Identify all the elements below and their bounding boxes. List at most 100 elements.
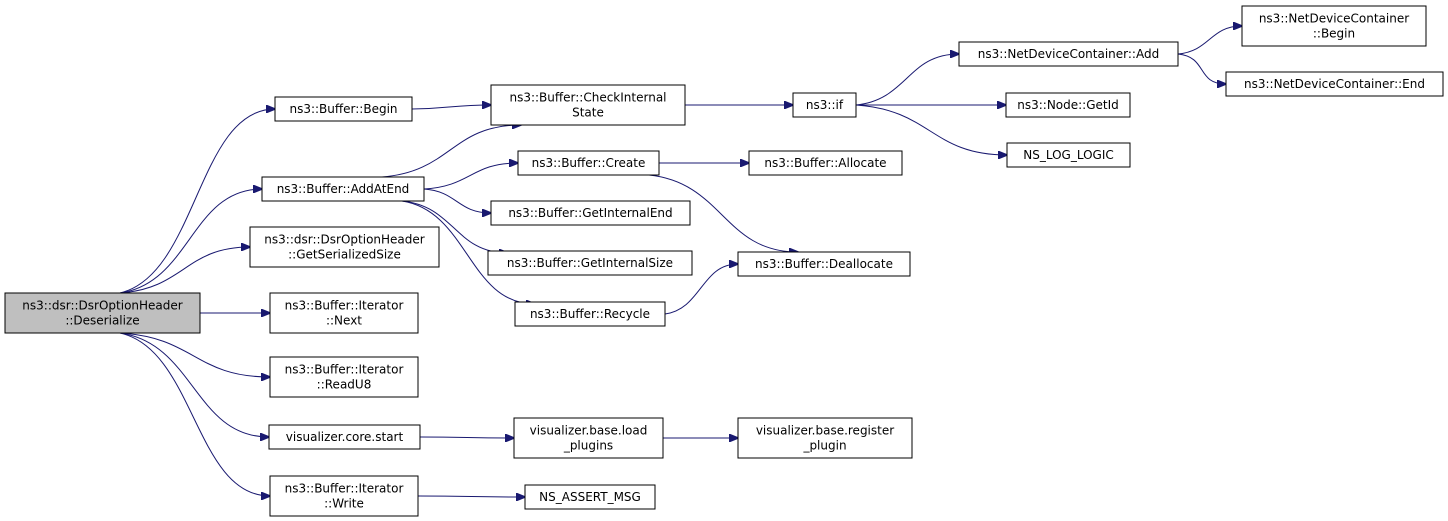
node-label: ns3::Buffer::Iterator bbox=[285, 482, 404, 496]
node-buf-allocate[interactable]: ns3::Buffer::Allocate bbox=[748, 150, 903, 176]
edge-iter-write-to-ns-assert-msg bbox=[417, 496, 525, 497]
edge-buf-addatend-to-buf-create bbox=[423, 163, 518, 190]
node-buf-getinternalsize[interactable]: ns3::Buffer::GetInternalSize bbox=[487, 250, 693, 276]
node-box bbox=[748, 150, 903, 176]
node-label: ns3::Buffer::AddAtEnd bbox=[277, 182, 410, 196]
node-root[interactable]: ns3::dsr::DsrOptionHeader::Deserialize bbox=[4, 292, 201, 334]
edge-root-to-buf-addatend bbox=[119, 189, 262, 294]
node-vis-base-loadplugins[interactable]: visualizer.base.load_plugins bbox=[513, 417, 664, 459]
node-box bbox=[792, 92, 857, 118]
node-box bbox=[958, 41, 1179, 67]
edge-buf-addatend-to-buf-checkinternalstate bbox=[381, 125, 521, 178]
nodes: ns3::dsr::DsrOptionHeader::Deserializens… bbox=[4, 5, 1444, 517]
node-label: visualizer.core.start bbox=[286, 430, 404, 444]
node-iter-write[interactable]: ns3::Buffer::Iterator::Write bbox=[269, 475, 419, 517]
node-ndc-begin[interactable]: ns3::NetDeviceContainer::Begin bbox=[1241, 5, 1427, 47]
node-vis-core-start[interactable]: visualizer.core.start bbox=[268, 424, 421, 450]
node-label: ns3::NetDeviceContainer bbox=[1259, 12, 1409, 26]
node-box bbox=[524, 484, 656, 510]
node-label: _plugins bbox=[563, 439, 613, 453]
node-label: ns3::Buffer::Create bbox=[532, 156, 646, 170]
node-label: ns3::Node::GetId bbox=[1017, 98, 1119, 112]
node-vis-base-registerplugin[interactable]: visualizer.base.register_plugin bbox=[737, 417, 913, 459]
node-ns-log-logic[interactable]: NS_LOG_LOGIC bbox=[1006, 142, 1131, 168]
node-label: ns3::Buffer::Begin bbox=[289, 102, 397, 116]
node-label: visualizer.base.register bbox=[756, 424, 894, 438]
node-box bbox=[487, 250, 693, 276]
node-box bbox=[269, 475, 419, 517]
edge-ndc-add-to-ndc-begin bbox=[1177, 26, 1242, 55]
edge-buf-addatend-to-buf-getinternalend bbox=[423, 188, 491, 213]
node-buf-getinternalend[interactable]: ns3::Buffer::GetInternalEnd bbox=[490, 200, 691, 226]
node-box bbox=[4, 292, 201, 334]
node-box bbox=[274, 96, 413, 122]
node-box bbox=[513, 417, 664, 459]
node-box bbox=[514, 301, 666, 327]
edge-buf-addatend-to-buf-recycle bbox=[401, 200, 535, 304]
node-ndc-add[interactable]: ns3::NetDeviceContainer::Add bbox=[958, 41, 1179, 67]
node-label: ns3::Buffer::Iterator bbox=[285, 299, 404, 313]
node-box bbox=[249, 226, 440, 268]
node-box bbox=[1225, 71, 1444, 97]
node-buf-recycle[interactable]: ns3::Buffer::Recycle bbox=[514, 301, 666, 327]
edge-root-to-iter-write bbox=[119, 332, 270, 496]
node-iter-next[interactable]: ns3::Buffer::Iterator::Next bbox=[269, 292, 419, 334]
edges bbox=[119, 26, 1242, 497]
node-box bbox=[269, 292, 419, 334]
node-label: NS_ASSERT_MSG bbox=[539, 490, 641, 504]
node-label: ::Deserialize bbox=[65, 314, 139, 328]
edge-root-to-iter-readu8 bbox=[119, 332, 270, 377]
edge-ns3-if-to-ndc-add bbox=[855, 54, 959, 106]
node-label: visualizer.base.load bbox=[530, 424, 648, 438]
node-ns-assert-msg[interactable]: NS_ASSERT_MSG bbox=[524, 484, 656, 510]
node-label: ::GetSerializedSize bbox=[288, 248, 401, 262]
edge-ns3-if-to-ns-log-logic bbox=[855, 104, 1007, 155]
node-ndc-end[interactable]: ns3::NetDeviceContainer::End bbox=[1225, 71, 1444, 97]
edge-buf-create-to-buf-deallocate bbox=[648, 174, 798, 252]
node-iter-readu8[interactable]: ns3::Buffer::Iterator::ReadU8 bbox=[269, 356, 419, 398]
node-label: State bbox=[572, 106, 604, 120]
node-label: ::ReadU8 bbox=[317, 378, 372, 392]
node-label: ns3::Buffer::Recycle bbox=[530, 307, 650, 321]
node-box bbox=[490, 200, 691, 226]
node-buf-begin[interactable]: ns3::Buffer::Begin bbox=[274, 96, 413, 122]
node-label: ::Begin bbox=[1313, 27, 1355, 41]
node-box bbox=[490, 84, 686, 126]
edge-buf-begin-to-buf-checkinternalstate bbox=[411, 105, 491, 110]
node-box bbox=[1005, 92, 1131, 118]
node-label: ns3::Buffer::Deallocate bbox=[755, 257, 893, 271]
node-label: ns3::Buffer::Iterator bbox=[285, 363, 404, 377]
node-box bbox=[1006, 142, 1131, 168]
node-label: ::Next bbox=[326, 314, 362, 328]
node-dsr-getserializedsize[interactable]: ns3::dsr::DsrOptionHeader::GetSerialized… bbox=[249, 226, 440, 268]
node-buf-addatend[interactable]: ns3::Buffer::AddAtEnd bbox=[261, 176, 425, 202]
node-label: ns3::dsr::DsrOptionHeader bbox=[264, 233, 424, 247]
edge-buf-recycle-to-buf-deallocate bbox=[664, 264, 738, 315]
node-label: ns3::Buffer::GetInternalEnd bbox=[508, 206, 672, 220]
node-buf-create[interactable]: ns3::Buffer::Create bbox=[517, 150, 660, 176]
node-box bbox=[268, 424, 421, 450]
node-node-getid[interactable]: ns3::Node::GetId bbox=[1005, 92, 1131, 118]
node-label: ns3::Buffer::CheckInternal bbox=[509, 91, 666, 105]
node-box bbox=[269, 356, 419, 398]
node-label: ns3::NetDeviceContainer::End bbox=[1244, 77, 1425, 91]
edge-vis-core-start-to-vis-base-loadplugins bbox=[419, 437, 514, 438]
node-box bbox=[737, 251, 911, 277]
edge-ndc-add-to-ndc-end bbox=[1177, 53, 1226, 84]
node-label: ns3::dsr::DsrOptionHeader bbox=[22, 299, 182, 313]
edge-root-to-dsr-getserializedsize bbox=[119, 247, 250, 294]
node-box bbox=[737, 417, 913, 459]
node-box bbox=[1241, 5, 1427, 47]
edge-root-to-vis-core-start bbox=[119, 332, 269, 437]
node-label: ns3::NetDeviceContainer::Add bbox=[978, 47, 1159, 61]
node-label: ns3::Buffer::GetInternalSize bbox=[507, 256, 673, 270]
node-label: ::Write bbox=[324, 497, 364, 511]
node-box bbox=[261, 176, 425, 202]
node-box bbox=[517, 150, 660, 176]
node-buf-deallocate[interactable]: ns3::Buffer::Deallocate bbox=[737, 251, 911, 277]
node-ns3-if[interactable]: ns3::if bbox=[792, 92, 857, 118]
node-label: _plugin bbox=[802, 439, 846, 453]
edge-root-to-buf-begin bbox=[119, 109, 275, 294]
